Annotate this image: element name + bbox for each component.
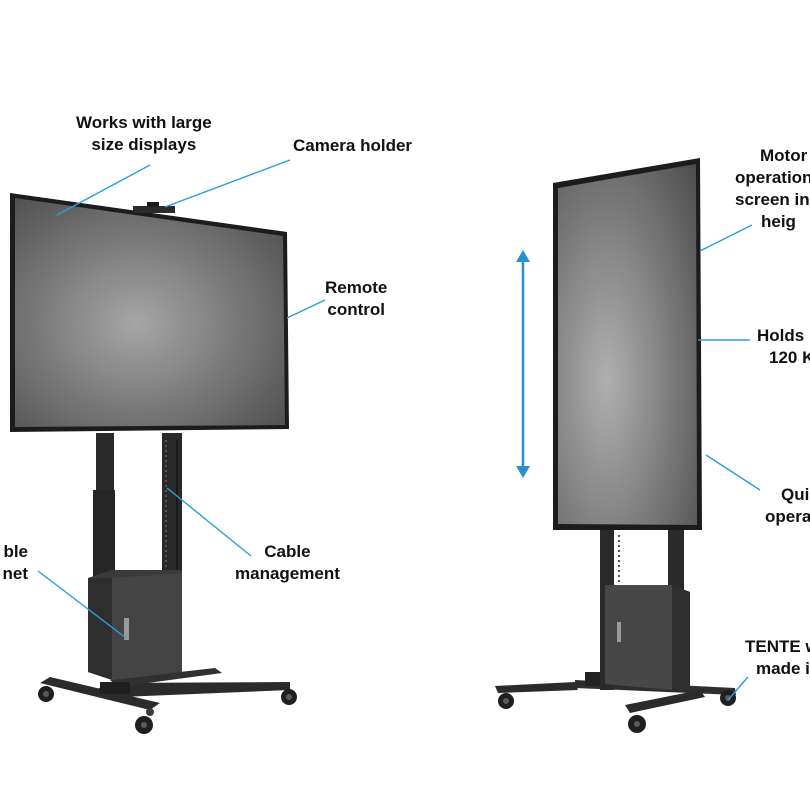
cable-channel — [165, 440, 178, 570]
callout-lines — [37, 159, 761, 701]
caster-wheels — [38, 686, 297, 734]
label-line: Holds u — [757, 326, 810, 345]
label-line: ble — [3, 542, 28, 561]
label-large-displays: Works with large size displays — [76, 112, 212, 156]
label-line: TENTE w — [745, 637, 810, 656]
left-base — [40, 668, 290, 710]
label-lockable-cabinet: ble net — [0, 541, 29, 585]
label-line: net — [2, 564, 29, 583]
label-line: made i — [756, 659, 810, 678]
label-line: control — [327, 300, 385, 319]
label-cable-management: Cable management — [235, 541, 340, 585]
label-quiet-operation: Qui opera — [765, 484, 810, 528]
cabinet-lock — [124, 618, 129, 640]
label-line: size displays — [91, 135, 197, 154]
label-line: Camera holder — [293, 136, 413, 155]
right-monitor — [553, 158, 702, 530]
label-line: management — [235, 564, 340, 583]
label-line: Cable — [264, 542, 311, 561]
label-line: operation — [735, 168, 810, 187]
label-tente: TENTE w made i — [745, 636, 810, 680]
label-line: heig — [761, 212, 796, 231]
caster-wheels-right — [498, 690, 736, 733]
label-line: screen in — [735, 190, 810, 209]
left-monitor — [10, 193, 289, 432]
left-stand — [10, 193, 297, 734]
label-line: opera — [765, 507, 810, 526]
cabinet — [88, 570, 182, 680]
label-motor-operation: Motor operation screen in heig — [735, 145, 810, 233]
label-line: Works with large — [76, 113, 212, 132]
label-remote-control: Remote control — [325, 277, 387, 321]
label-line: Motor — [760, 146, 808, 165]
label-camera-holder: Camera holder — [293, 135, 412, 157]
right-cabinet — [605, 585, 690, 690]
label-holds: Holds u 120 K — [757, 325, 810, 369]
label-line: 120 K — [769, 348, 810, 367]
label-line: Remote — [325, 278, 388, 297]
camera-holder — [133, 202, 175, 213]
height-adjust-arrow-icon — [516, 250, 530, 478]
label-line: Qui — [781, 485, 810, 504]
right-stand — [495, 158, 736, 733]
